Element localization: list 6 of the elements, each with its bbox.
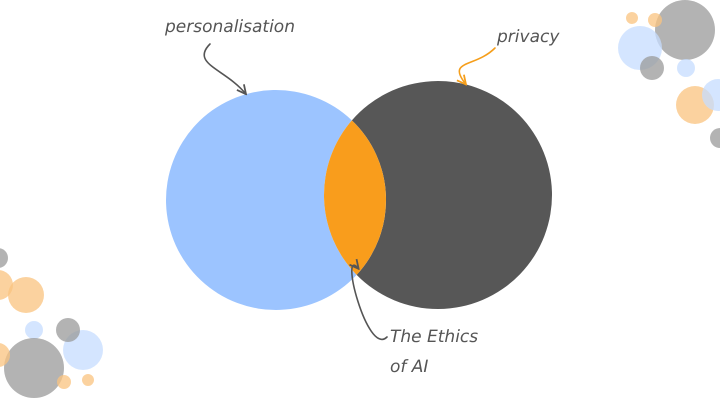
annotation-text: personalisation xyxy=(165,12,295,42)
annotation-text: The Ethics of AI xyxy=(390,322,480,382)
annotation-text: privacy xyxy=(497,22,560,52)
overlap-region xyxy=(324,120,386,275)
leader-arrow xyxy=(204,43,247,96)
leader-arrow xyxy=(456,47,496,86)
